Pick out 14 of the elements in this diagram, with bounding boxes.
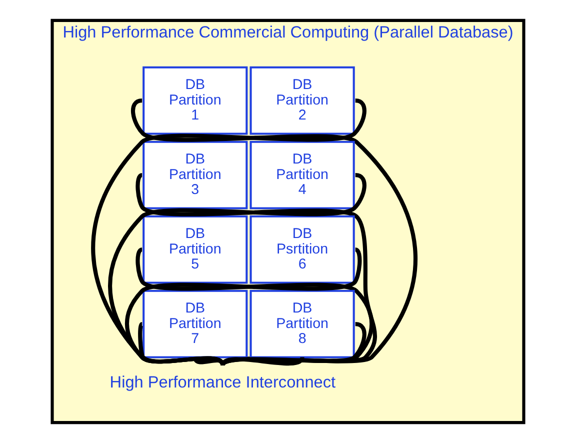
node-box: DB Partition 4 [250, 140, 355, 210]
connector [220, 356, 304, 366]
node-box: DB Partition 3 [142, 140, 248, 210]
node-box: DB Psrtition 6 [250, 215, 355, 284]
node-box: DB Partition 5 [142, 215, 248, 284]
connector [91, 98, 366, 367]
connector [221, 322, 366, 367]
node-box: DB Partition 2 [250, 66, 355, 135]
node-box: DB Partition 8 [250, 290, 355, 358]
node-box: DB Partition 7 [142, 290, 248, 358]
node-box: DB Partition 1 [142, 66, 248, 135]
connector [131, 98, 418, 367]
connector [138, 322, 225, 366]
node-text: High Performance Interconnect [110, 374, 336, 392]
